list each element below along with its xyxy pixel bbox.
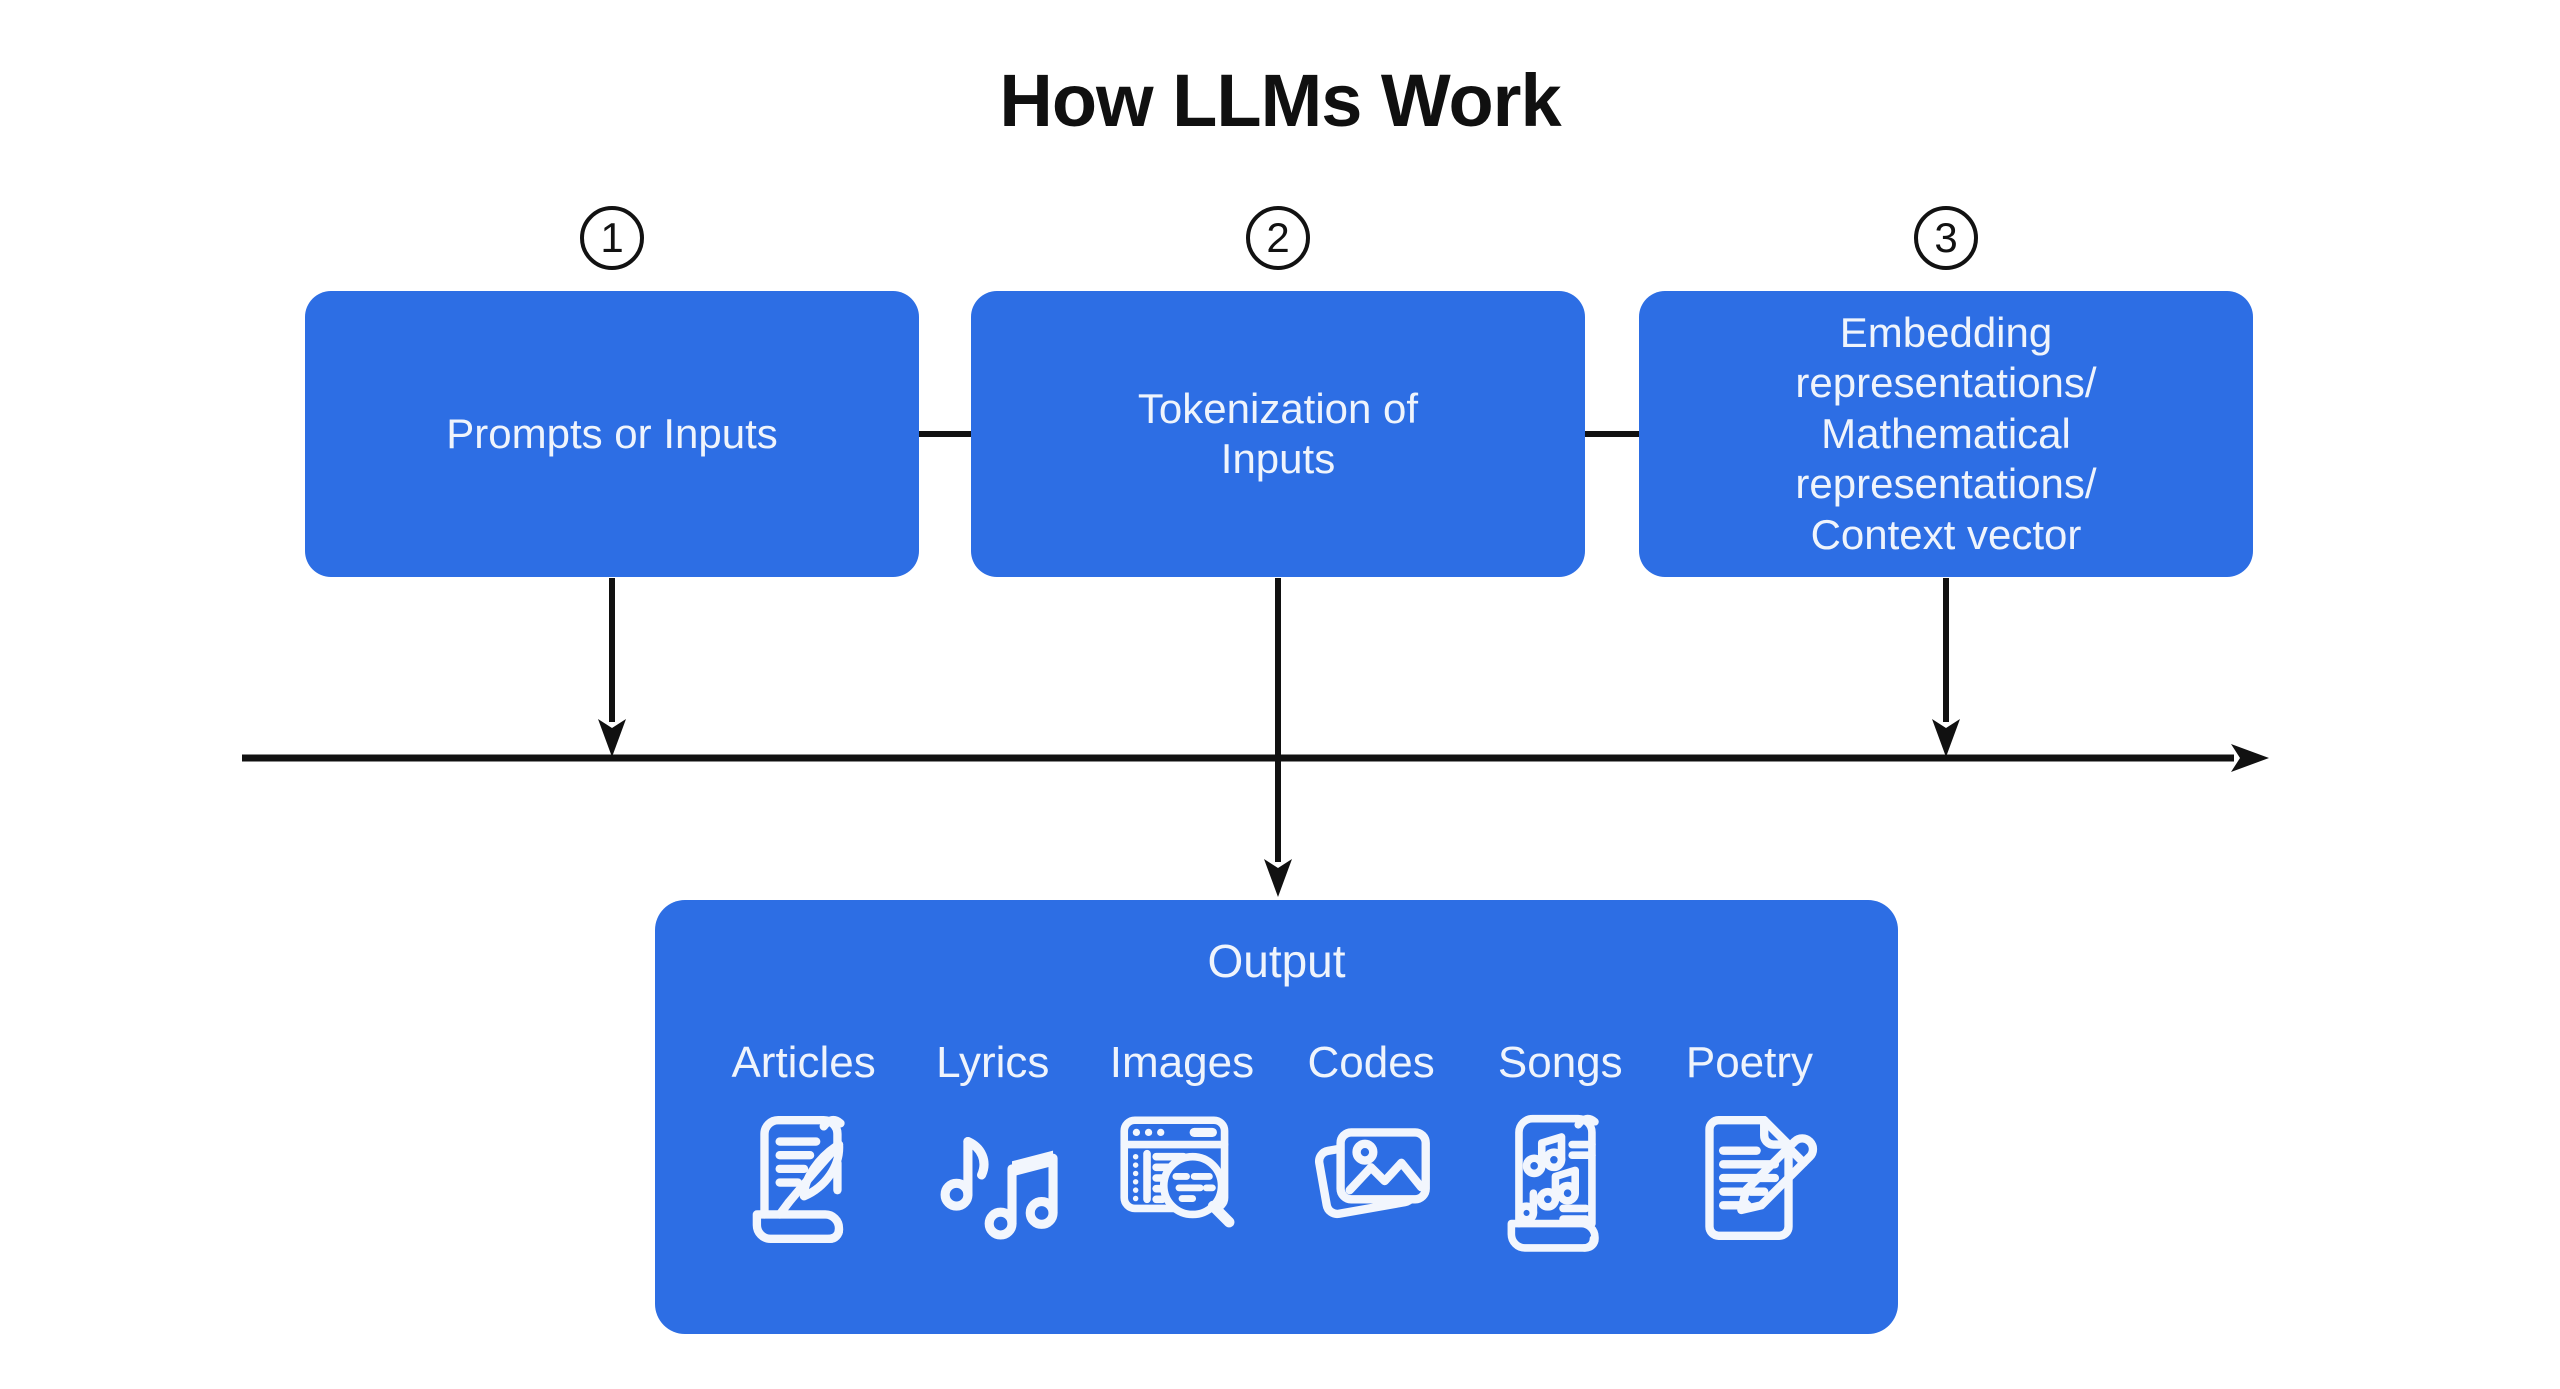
output-title: Output: [1207, 935, 1346, 987]
step-number-1: 1: [580, 206, 644, 270]
step-number-2: 2: [1246, 206, 1310, 270]
output-item-poetry-label: Poetry: [1685, 1038, 1814, 1087]
step-box-tokenization-label: Tokenization of Inputs: [1137, 384, 1419, 482]
output-box: Output Articles Lyrics Images Codes Song…: [655, 900, 1898, 1334]
output-item-images-label: Images: [1109, 1038, 1255, 1087]
output-item-codes: Codes: [1277, 1038, 1466, 1254]
step-box-prompts: Prompts or Inputs: [305, 291, 919, 577]
document-pencil-icon: [1673, 1102, 1825, 1254]
step-number-3: 3: [1914, 206, 1978, 270]
page-title: How LLMs Work: [999, 59, 1561, 142]
photo-pictures-icon: [1295, 1102, 1447, 1254]
output-item-codes-label: Codes: [1307, 1038, 1435, 1087]
step-box-tokenization: Tokenization of Inputs: [971, 291, 1585, 577]
output-item-poetry: Poetry: [1655, 1038, 1844, 1254]
step-box-embedding: Embedding representations/ Mathematical …: [1639, 291, 2253, 577]
music-notes-icon: [917, 1102, 1069, 1254]
output-item-articles: Articles: [709, 1038, 898, 1254]
output-item-lyrics: Lyrics: [898, 1038, 1087, 1254]
output-item-articles-label: Articles: [731, 1038, 876, 1087]
output-item-images: Images: [1087, 1038, 1276, 1254]
output-item-lyrics-label: Lyrics: [936, 1038, 1050, 1087]
music-sheet-scroll-icon: [1484, 1102, 1636, 1254]
output-item-songs: Songs: [1466, 1038, 1655, 1254]
output-items-row: Articles Lyrics Images Codes Songs Poetr: [655, 1038, 1898, 1254]
step-box-prompts-label: Prompts or Inputs: [446, 409, 778, 457]
step-box-embedding-label: Embedding representations/ Mathematical …: [1795, 309, 2097, 558]
code-window-magnifier-icon: [1106, 1102, 1258, 1254]
output-item-songs-label: Songs: [1497, 1038, 1623, 1087]
article-scroll-quill-icon: [728, 1102, 880, 1254]
